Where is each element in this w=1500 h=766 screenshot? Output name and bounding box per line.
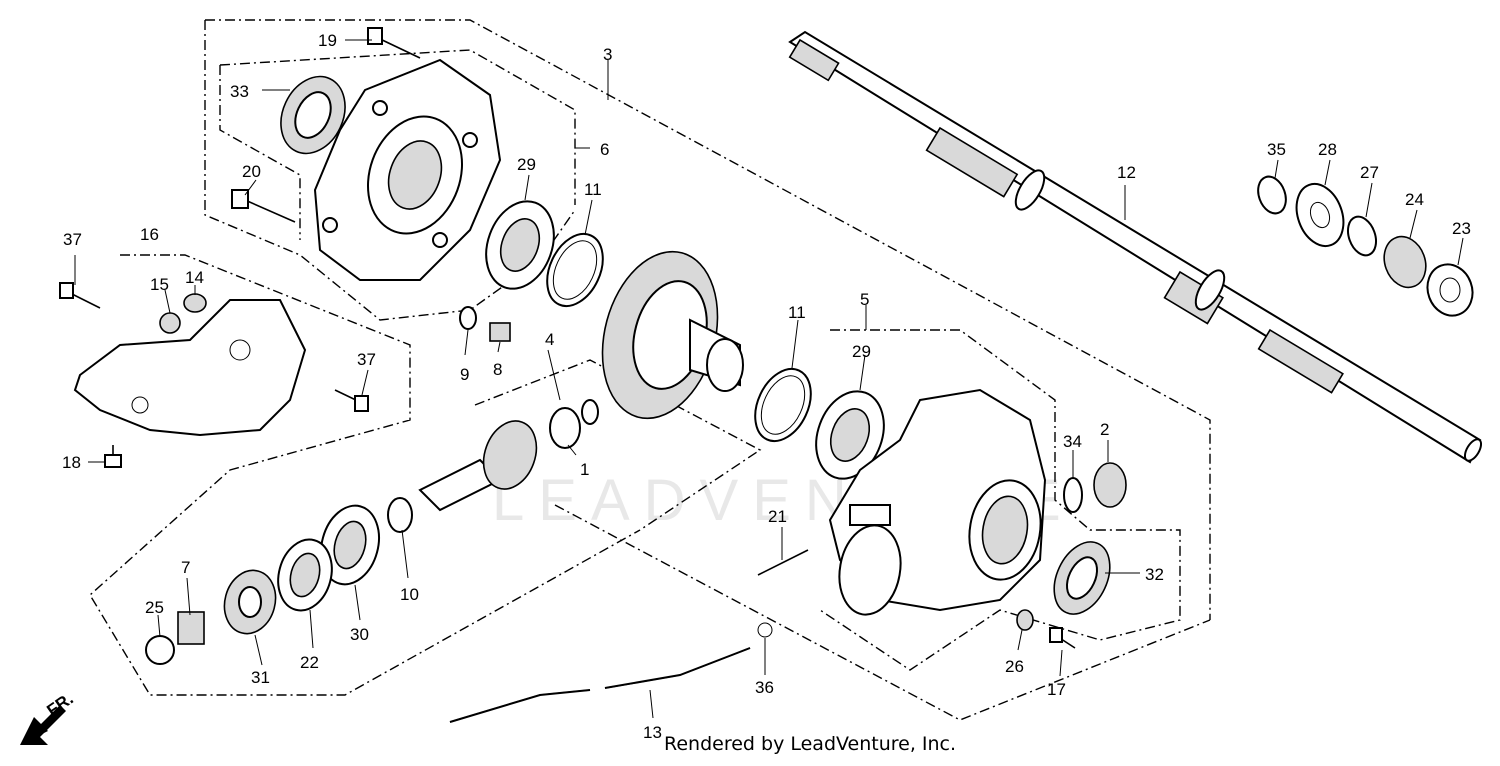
callout-12: 12 bbox=[1117, 163, 1136, 182]
skid-plate bbox=[73, 299, 307, 437]
callout-16: 16 bbox=[140, 225, 159, 244]
bolts bbox=[59, 27, 1076, 649]
callout-26: 26 bbox=[1005, 657, 1024, 676]
callout-32: 32 bbox=[1145, 565, 1164, 584]
callout-20: 20 bbox=[242, 162, 261, 181]
callout-33: 33 bbox=[230, 82, 249, 101]
callout-4: 4 bbox=[545, 330, 554, 349]
callout-1: 1 bbox=[580, 460, 589, 479]
callout-31: 31 bbox=[251, 668, 270, 687]
callout-7: 7 bbox=[181, 558, 190, 577]
callout-36: 36 bbox=[755, 678, 774, 697]
callout-29-lower: 29 bbox=[852, 342, 871, 361]
callout-9: 9 bbox=[460, 365, 469, 384]
final-gear-case bbox=[828, 388, 1047, 616]
filler-cap-2 bbox=[1093, 462, 1127, 508]
stud-21 bbox=[757, 549, 809, 576]
callout-22: 22 bbox=[300, 653, 319, 672]
callout-21: 21 bbox=[768, 507, 787, 526]
callout-30: 30 bbox=[350, 625, 369, 644]
pinion-gear bbox=[418, 399, 599, 512]
callout-13: 13 bbox=[643, 723, 662, 742]
spline-7 bbox=[177, 611, 205, 645]
callout-35: 35 bbox=[1267, 140, 1286, 159]
washer-26 bbox=[1016, 609, 1034, 631]
callout-6: 6 bbox=[600, 140, 609, 159]
callout-10: 10 bbox=[400, 585, 419, 604]
front-direction-arrow: FR. bbox=[20, 689, 77, 745]
credit-line: Rendered by LeadVenture, Inc. bbox=[664, 733, 956, 755]
callout-24: 24 bbox=[1405, 190, 1424, 209]
callout-5: 5 bbox=[860, 290, 869, 309]
o-ring-34 bbox=[1063, 477, 1083, 513]
cap-15 bbox=[159, 312, 181, 334]
callout-27: 27 bbox=[1360, 163, 1379, 182]
bearing-holder bbox=[313, 58, 502, 281]
axle-nut-set bbox=[1257, 175, 1474, 317]
group-outlines bbox=[89, 19, 1211, 721]
shim-10 bbox=[387, 497, 413, 533]
callout-8: 8 bbox=[493, 360, 502, 379]
callout-11-upper: 11 bbox=[584, 180, 602, 199]
callout-labels: 1 2 3 4 5 6 7 8 9 10 11 11 12 13 14 15 1… bbox=[62, 31, 1471, 742]
bearing-1 bbox=[549, 407, 581, 449]
callout-23: 23 bbox=[1452, 219, 1471, 238]
o-ring-11-upper bbox=[546, 232, 604, 308]
direction-label: FR. bbox=[43, 689, 76, 720]
callout-29-upper: 29 bbox=[517, 155, 536, 174]
cap-14 bbox=[183, 293, 207, 313]
washer-9 bbox=[459, 306, 477, 330]
rear-axle-shaft bbox=[788, 30, 1483, 464]
callout-15: 15 bbox=[150, 275, 169, 294]
leader-lines bbox=[74, 39, 1464, 719]
callout-37-right: 37 bbox=[357, 350, 376, 369]
callout-34: 34 bbox=[1063, 432, 1082, 451]
callout-37-left: 37 bbox=[63, 230, 82, 249]
callout-19: 19 bbox=[318, 31, 337, 50]
callout-11-lower: 11 bbox=[788, 303, 806, 322]
o-ring-11-lower bbox=[754, 367, 812, 443]
callout-28: 28 bbox=[1318, 140, 1337, 159]
callout-25: 25 bbox=[145, 598, 164, 617]
callout-17: 17 bbox=[1047, 680, 1066, 699]
nut-25 bbox=[145, 635, 175, 665]
callout-3: 3 bbox=[603, 45, 612, 64]
ring-gear bbox=[601, 250, 744, 420]
callout-14: 14 bbox=[185, 268, 204, 287]
callout-2: 2 bbox=[1100, 420, 1109, 439]
callout-18: 18 bbox=[62, 453, 81, 472]
plug-8 bbox=[489, 322, 511, 342]
breather-tube bbox=[449, 622, 773, 723]
